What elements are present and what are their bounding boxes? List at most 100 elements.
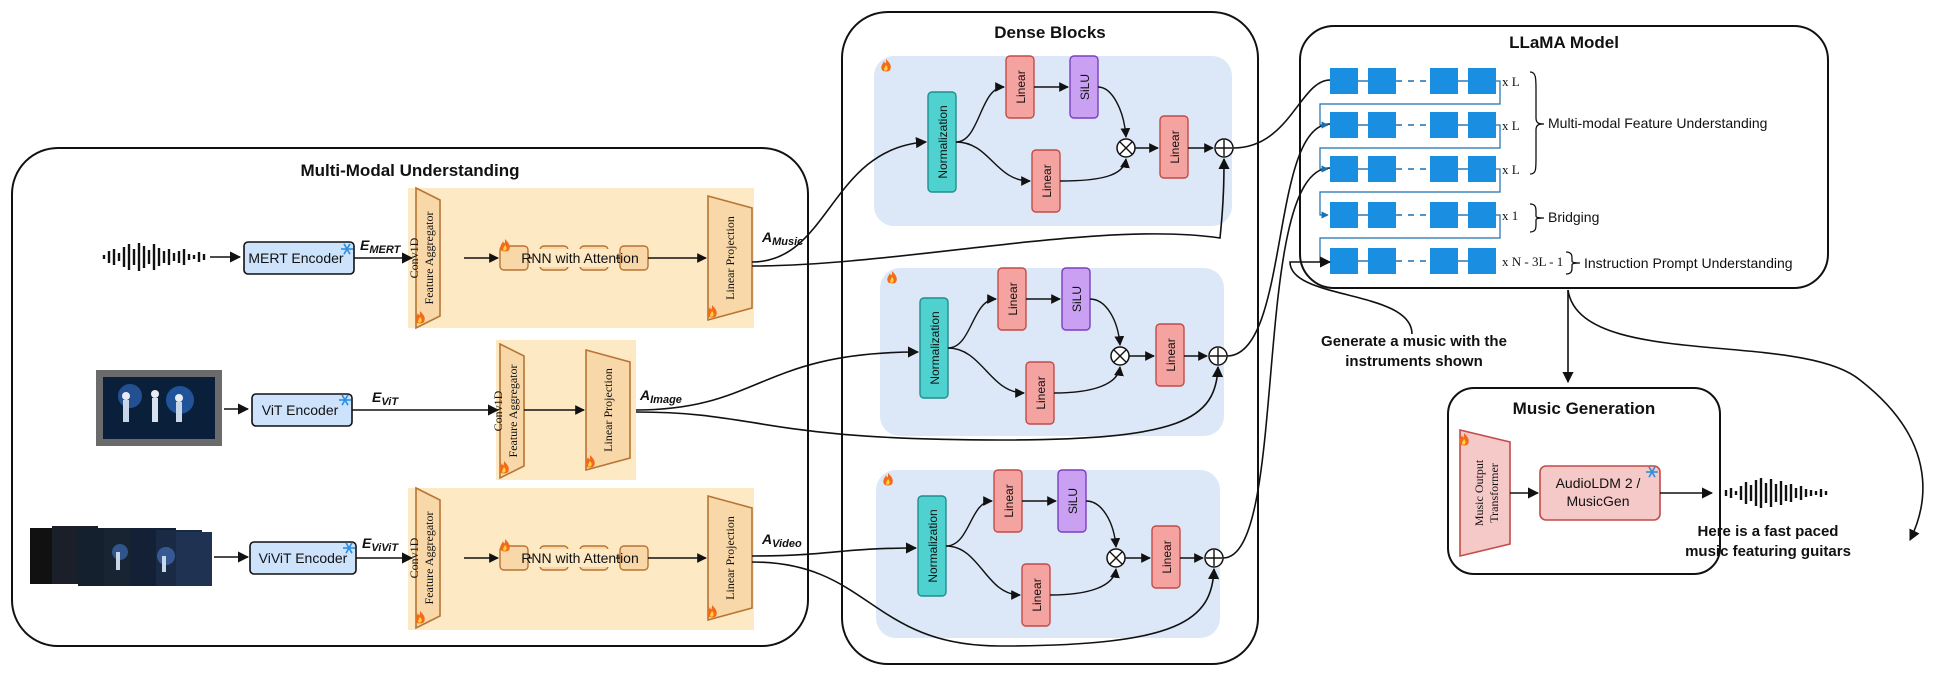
svg-text:Linear: Linear [1030,578,1044,611]
svg-text:RNN with Attention: RNN with Attention [521,250,639,266]
a-music-skip [751,157,1230,267]
linear-block [1159,115,1189,179]
llama-layer-block [1368,202,1396,228]
llama-layer-block [1330,248,1358,274]
llama-layer-block [1468,202,1496,228]
a-music-to-norm [751,137,928,263]
a-image-to-norm [635,346,920,411]
svg-text:Linear: Linear [1034,376,1048,409]
waveform-icon [1724,478,1828,508]
llama-layer-block [1468,68,1496,94]
svg-text:MERT Encoder: MERT Encoder [248,250,344,266]
llama-layer-row: x 1 [1319,202,1518,265]
a-music-label: AMusic [761,229,803,248]
e-video-label: EViViT [362,535,399,554]
llama-layer-block [1430,68,1458,94]
svg-text:AudioLDM 2 /: AudioLDM 2 / [1556,475,1641,491]
svg-text:SiLU: SiLU [1070,286,1084,312]
svg-text:Conv1DFeature Aggregator: Conv1DFeature Aggregator [491,365,520,458]
svg-text:Conv1DFeature Aggregator: Conv1DFeature Aggregator [407,512,436,605]
llama-layer-count: x L [1502,162,1520,177]
llama-layer-count: x L [1502,118,1520,133]
music-generation-frame [1447,387,1721,575]
svg-text:Conv1DFeature Aggregator: Conv1DFeature Aggregator [407,212,436,305]
video-linear-projection: Linear Projection [707,494,753,622]
svg-text:ViViT Encoder: ViViT Encoder [259,550,348,566]
dense1-to-llama [1232,79,1331,149]
brace-multimodal [1529,71,1545,175]
llama-layer-block [1430,112,1458,138]
svg-text:Linear Projection: Linear Projection [723,216,737,300]
brace-multimodal-label: Multi-modal Feature Understanding [1548,115,1767,131]
llama-title: LLaMA Model [1509,33,1619,52]
llama-layer-block [1368,156,1396,182]
llama-layer-row: x L [1319,68,1520,129]
multimodal-frame [11,147,809,647]
llama-layer-block [1430,202,1458,228]
llama-layer-block [1330,156,1358,182]
svg-text:Normalization: Normalization [926,509,940,582]
llama-frame [1299,25,1829,289]
svg-text:SiLU: SiLU [1078,74,1092,100]
llama-layer-block [1430,248,1458,274]
dense3-to-llama [1222,167,1331,559]
llama-layer-block [1330,68,1358,94]
llama-layer-block [1368,112,1396,138]
music-conv1d-aggregator: Conv1DFeature Aggregator [407,186,441,330]
llama-layers: x Lx Lx Lx 1x N - 3L - 1 [1319,68,1563,274]
dense-block-image: Normalization Linear SiLU Linear Linear [880,267,1228,436]
llama-layer-block [1368,68,1396,94]
llama-layer-block [1330,112,1358,138]
svg-text:Linear Projection: Linear Projection [723,516,737,600]
e-image-label: EViT [372,389,399,408]
e-music-label: EMERT [360,237,402,256]
svg-text:Music OutputTransformer: Music OutputTransformer [1472,459,1501,526]
multimodal-title: Multi-Modal Understanding [300,161,519,180]
dense-blocks-frame [841,11,1259,665]
svg-text:Normalization: Normalization [928,311,942,384]
dense-blocks-title: Dense Blocks [994,23,1106,42]
music-output-transformer: Music OutputTransformer [1459,428,1511,558]
dense-block-music: Normalization Linear SiLU Linear Linear [874,55,1234,226]
llama-layer-row: x L [1319,112,1520,173]
dense2-to-llama [1226,123,1331,357]
dense-block-video: Normalization Linear SiLU Linear Linear [876,469,1224,638]
vit-encoder: ViT Encoder [251,393,353,427]
svg-text:Linear: Linear [1164,338,1178,371]
llama-layer-block [1430,156,1458,182]
svg-text:ViT Encoder: ViT Encoder [262,402,339,418]
vivit-encoder: ViViT Encoder [249,541,357,575]
a-image-label: AImage [639,387,682,406]
a-video-skip [751,561,1220,647]
svg-text:Linear: Linear [1160,540,1174,573]
video-frames-image [30,526,212,586]
svg-text:RNN with Attention: RNN with Attention [521,550,639,566]
svg-text:Normalization: Normalization [936,105,950,178]
prompt-arrow [1289,256,1413,335]
linear-block [1151,525,1181,589]
llama-layer-block [1468,112,1496,138]
image-conv1d-aggregator: Conv1DFeature Aggregator [491,342,525,480]
image-linear-projection: Linear Projection [585,348,631,472]
a-video-to-norm [751,542,918,557]
a-image-skip [635,365,1224,441]
svg-text:Linear: Linear [1168,130,1182,163]
brace-instruction [1565,251,1581,275]
llama-layer-block [1330,202,1358,228]
music-rnn-attention: RNN with Attention [499,239,649,271]
linear-block [1155,323,1185,387]
svg-text:Linear: Linear [1014,70,1028,103]
llama-layer-block [1468,248,1496,274]
audioldm-musicgen-decoder: AudioLDM 2 / MusicGen [1539,465,1661,521]
svg-text:Linear: Linear [1040,164,1054,197]
svg-text:Linear Projection: Linear Projection [601,368,615,452]
brace-bridging-label: Bridging [1548,209,1599,225]
llama-layer-block [1468,156,1496,182]
llama-layer-block [1368,248,1396,274]
concert-image [96,370,222,446]
music-linear-projection: Linear Projection [707,194,753,322]
